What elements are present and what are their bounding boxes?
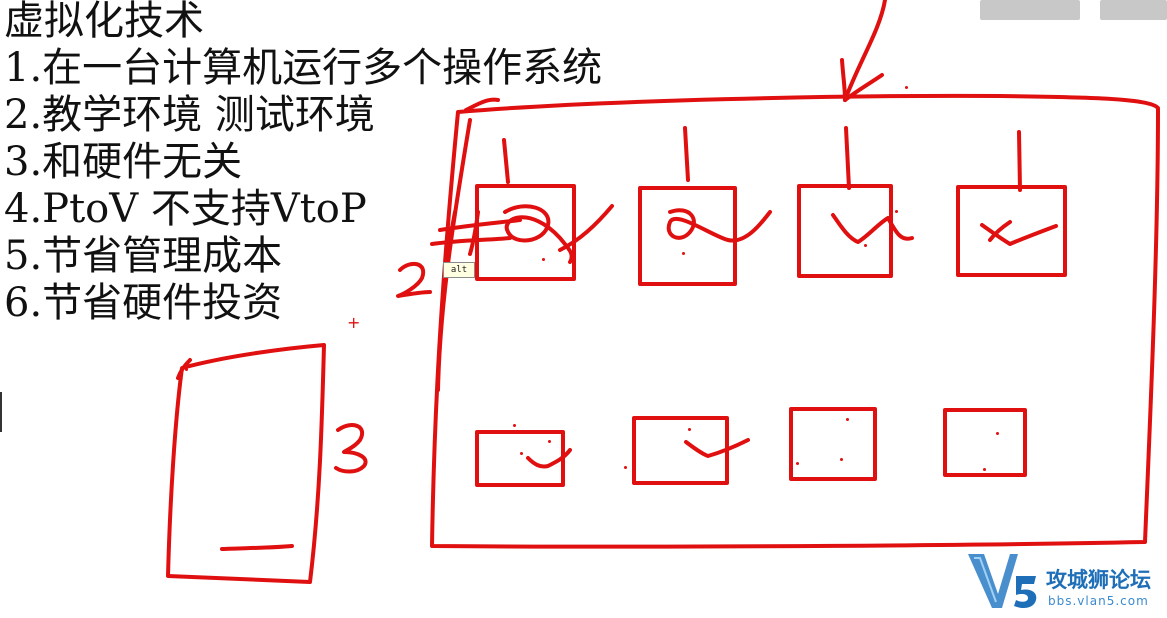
device-outline [166, 343, 326, 584]
notes-item-3: 3.和硬件无关 [4, 139, 243, 185]
vm-box-top-4 [956, 185, 1067, 277]
host-corner-flick [464, 97, 500, 112]
ink-dot [542, 258, 545, 261]
ink-dot [996, 234, 999, 237]
scribble-bottom-2 [684, 438, 750, 458]
notes-item-2: 2.教学环境 测试环境 [4, 92, 375, 138]
ink-dot [185, 368, 188, 371]
watermark-site-name: 攻城狮论坛 [1046, 568, 1151, 592]
scribble-box-1 [503, 204, 574, 264]
ink-dot [682, 252, 685, 255]
site-watermark: 攻城狮论坛 bbs.vlan5.com [966, 548, 1162, 614]
host-machine-outline [430, 93, 1160, 549]
vm-box-top-1 [475, 184, 576, 281]
lecture-notes: 虚拟化技术 1.在一台计算机运行多个操作系统 2.教学环境 测试环境 3.和硬件… [4, 0, 602, 327]
scribble-box-2 [666, 208, 772, 243]
incoming-arrow-head-left [840, 58, 847, 102]
tick-above-box-3 [844, 126, 851, 190]
ink-dot [548, 440, 551, 443]
ink-dot [624, 466, 627, 469]
left-edge-mark [0, 392, 2, 432]
ink-dot [905, 86, 908, 89]
ink-dot [840, 458, 843, 461]
vm-box-bottom-3 [789, 407, 877, 481]
ink-dot [846, 418, 849, 421]
crosshair-icon: + [347, 313, 361, 332]
vm-box-bottom-2 [632, 416, 729, 485]
ink-dot [520, 452, 523, 455]
watermark-site-url: bbs.vlan5.com [1048, 594, 1149, 608]
scribble-bottom-1 [526, 448, 572, 469]
notes-item-6: 6.节省硬件投资 [4, 280, 283, 326]
incoming-arrow-shaft [843, 0, 887, 102]
ink-dot [513, 424, 516, 427]
ink-dot [864, 244, 867, 247]
tick-above-box-4 [1017, 130, 1022, 192]
vm-box-bottom-4 [943, 408, 1027, 477]
scribble-box-1-check [558, 204, 614, 252]
notes-title: 虚拟化技术 [4, 0, 204, 44]
tooltip-popup: alt [443, 262, 475, 278]
label-two-stroke [396, 261, 432, 298]
notes-item-5: 5.节省管理成本 [4, 233, 283, 279]
ink-dot [983, 468, 986, 471]
hash-sign-strokes [430, 210, 522, 256]
ink-dot [688, 428, 691, 431]
notes-item-4: 4.PtoV 不支持VtoP [4, 186, 367, 232]
incoming-arrow-head-right [843, 73, 884, 102]
vm-box-top-2 [638, 186, 737, 286]
blurred-region-right [1100, 0, 1167, 20]
scribble-box-3 [831, 213, 914, 244]
device-top-flick [176, 358, 192, 380]
host-outline-inner-stroke [436, 118, 472, 392]
vm-box-top-3 [797, 184, 893, 278]
blurred-region-left [980, 0, 1080, 20]
tick-above-box-1 [502, 138, 510, 184]
device-base-line [220, 544, 294, 551]
ink-dot [796, 462, 799, 465]
tick-above-box-2 [683, 126, 690, 182]
notes-item-1: 1.在一台计算机运行多个操作系统 [4, 45, 603, 91]
label-three-stroke [334, 423, 368, 474]
v5-logo-icon [968, 554, 1037, 608]
ink-dot [895, 210, 898, 213]
scribble-box-4 [980, 220, 1058, 246]
ink-dot [996, 432, 999, 435]
